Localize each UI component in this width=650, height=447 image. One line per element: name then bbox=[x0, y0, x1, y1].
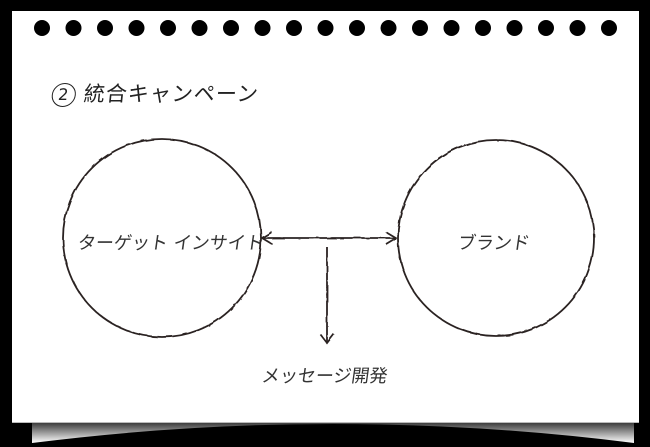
bidirectional-arrow bbox=[260, 231, 398, 245]
notebook-page bbox=[12, 11, 639, 423]
binder-hole bbox=[475, 20, 491, 36]
binder-hole bbox=[601, 20, 617, 36]
binder-hole bbox=[569, 20, 586, 36]
binder-hole bbox=[254, 20, 271, 36]
binder-hole bbox=[538, 20, 554, 36]
binder-hole bbox=[160, 20, 176, 36]
binder-hole bbox=[349, 20, 365, 36]
binder-hole bbox=[128, 20, 145, 36]
binder-holes bbox=[34, 20, 617, 36]
brand-label: ブランド bbox=[456, 233, 532, 254]
binder-hole bbox=[34, 20, 50, 36]
binder-hole bbox=[506, 20, 523, 36]
binder-hole bbox=[412, 20, 428, 36]
binder-hole bbox=[443, 20, 460, 36]
target-insight-label: ターゲット インサイト bbox=[76, 233, 265, 254]
binder-hole bbox=[380, 20, 397, 36]
binder-hole bbox=[223, 20, 239, 36]
binder-hole bbox=[317, 20, 334, 36]
binder-hole bbox=[191, 20, 208, 36]
down-arrow bbox=[319, 247, 335, 345]
message-development-label: メッセージ開発 bbox=[260, 366, 389, 387]
binder-hole bbox=[65, 20, 82, 36]
binder-hole bbox=[97, 20, 113, 36]
binder-hole bbox=[286, 20, 302, 36]
brand-circle bbox=[397, 139, 595, 337]
